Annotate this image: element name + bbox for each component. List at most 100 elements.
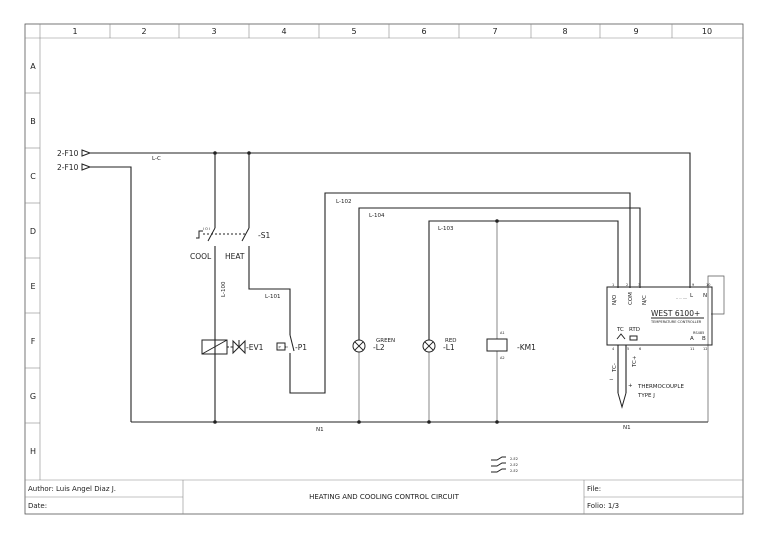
rtd-resistor-icon (629, 335, 638, 341)
controller-pin-no: N/O (612, 294, 618, 305)
controller-pin-number: 9 (692, 283, 694, 287)
title-block-date: Date: (28, 502, 47, 510)
contactor-coil-icon (486, 338, 508, 352)
tc-pos-label: TC+ (632, 355, 638, 368)
controller-pin-number: 10 (706, 283, 710, 287)
row-letter: G (30, 392, 36, 401)
controller-subtitle: TEMPERATURE CONTROLLER (650, 320, 702, 324)
controller-pin-com: COM (628, 292, 634, 305)
wire-l103 (428, 220, 619, 340)
controller-pin-number: 6 (639, 347, 641, 351)
switch-contact-icon (289, 334, 295, 352)
thermocouple-type-label: TYPE J (637, 393, 655, 399)
contactor-km1: A1 A2 -KM1 (486, 331, 536, 360)
arrow-icon (81, 149, 92, 157)
wire-line-l (90, 152, 691, 288)
thermocouple-type-j: TC- TC+ + − THERMOCOUPLE TYPE J (609, 345, 684, 409)
controller-name: WEST 6100+ (651, 309, 700, 318)
row-letter: F (31, 337, 36, 346)
controller-pin-number: 2 (626, 283, 628, 287)
controller-pin-number: 11 (690, 347, 694, 351)
valve-icon (232, 339, 246, 355)
wire-label-n1-right: N1 (623, 425, 631, 431)
pressure-actuator-mark: P (279, 346, 281, 350)
solenoid-coil-diagonal (201, 339, 228, 355)
selector-tag: -S1 (258, 231, 270, 240)
title-block: Author: Luis Angel Diaz J. Date: HEATING… (25, 480, 743, 514)
lamp-color-label: GREEN (376, 338, 395, 344)
tc-neg-label: TC- (612, 363, 618, 373)
wire-label-l100: L-100 (221, 281, 227, 297)
column-number: 10 (702, 27, 712, 36)
column-number: 8 (562, 27, 567, 36)
selector-switch-s1: I O I -S1 COOL HEAT (190, 227, 270, 261)
pressostat-tag: -P1 (295, 343, 307, 352)
controller-rs485-label: RS485 (693, 331, 704, 335)
thermocouple-label: THERMOCOUPLE (637, 384, 684, 390)
thermocouple-probe-icon (617, 392, 627, 409)
column-numbers: 1 2 3 4 5 6 7 8 9 10 (72, 27, 712, 36)
wire-label-n1-left: N1 (316, 427, 324, 433)
input-reference-l: 2-F10 (57, 149, 92, 158)
row-dividers (25, 92, 40, 424)
wire-label-l103: L-103 (438, 226, 454, 232)
lamp-icon (422, 339, 436, 353)
pressure-switch-p1: P -P1 (276, 334, 307, 352)
controller-tc-label: TC (616, 327, 624, 333)
coil-terminal-a2: A2 (500, 356, 505, 360)
contact-mark-icon (491, 456, 506, 461)
controller-body (606, 286, 713, 346)
row-letter: D (30, 227, 36, 236)
contact-cross-references: 2-E2 2-E2 2-E2 (491, 456, 518, 473)
selector-cool-label: COOL (190, 252, 212, 261)
controller-pin-l: L (690, 293, 694, 299)
contact-mark-icon (491, 462, 506, 467)
wire-label-lc: L-C (152, 156, 161, 162)
wire-label-l104: L-104 (369, 213, 385, 219)
contact-mark-icon (491, 468, 506, 473)
temperature-controller: 1 2 3 9 10 N/O COM N/C L N ·· ·· ···· WE… (606, 283, 713, 351)
controller-supply-note: ·· ·· ···· (676, 297, 687, 301)
controller-pin-number: 1 (612, 283, 614, 287)
title-block-title: HEATING AND COOLING CONTROL CIRCUIT (309, 493, 460, 501)
controller-pin-number: 12 (703, 347, 707, 351)
row-letter: A (30, 62, 36, 71)
solenoid-valve-ev1: -EV1 (201, 339, 264, 355)
wire-l104 (358, 207, 641, 340)
wire-controller-neutral (707, 275, 725, 422)
coil-terminal-a1: A1 (500, 331, 505, 335)
wire-l102 (289, 192, 631, 394)
tc-input-icon (616, 333, 626, 340)
contactor-tag: -KM1 (517, 343, 536, 352)
wire-neutral-input (90, 166, 132, 422)
pilot-lamp-red: RED -L1 (422, 338, 457, 353)
controller-pin-n: N (703, 293, 707, 299)
column-number: 6 (421, 27, 426, 36)
input-ref-label: 2-F10 (57, 163, 79, 172)
title-block-author: Author: Luis Angel Diaz J. (28, 485, 116, 493)
selector-heat-label: HEAT (225, 252, 245, 261)
lamp-tag: -L1 (443, 343, 455, 352)
lamp-icon (352, 339, 366, 353)
row-letter: H (30, 447, 36, 456)
column-dividers (109, 24, 673, 38)
column-number: 9 (633, 27, 638, 36)
column-number: 4 (281, 27, 286, 36)
row-letters: A B C D E F G H (30, 62, 36, 456)
row-letter: B (30, 117, 36, 126)
valve-tag: -EV1 (246, 343, 264, 352)
switch-contact-icon (241, 227, 250, 242)
controller-pin-nc: N/C (642, 295, 648, 305)
wire-l101 (248, 246, 291, 335)
row-letter: C (30, 172, 36, 181)
wire-label-l102: L-102 (336, 199, 351, 205)
column-number: 7 (492, 27, 497, 36)
cross-ref: 2-E2 (510, 469, 518, 473)
tc-plus-label: + (628, 383, 633, 389)
controller-pin-number: 5 (627, 347, 629, 351)
title-block-folio: Folio: 1/3 (587, 502, 619, 510)
wire-label-l101: L-101 (265, 294, 280, 300)
controller-pin-b: B (702, 336, 706, 342)
controller-pin-number: 3 (638, 283, 640, 287)
